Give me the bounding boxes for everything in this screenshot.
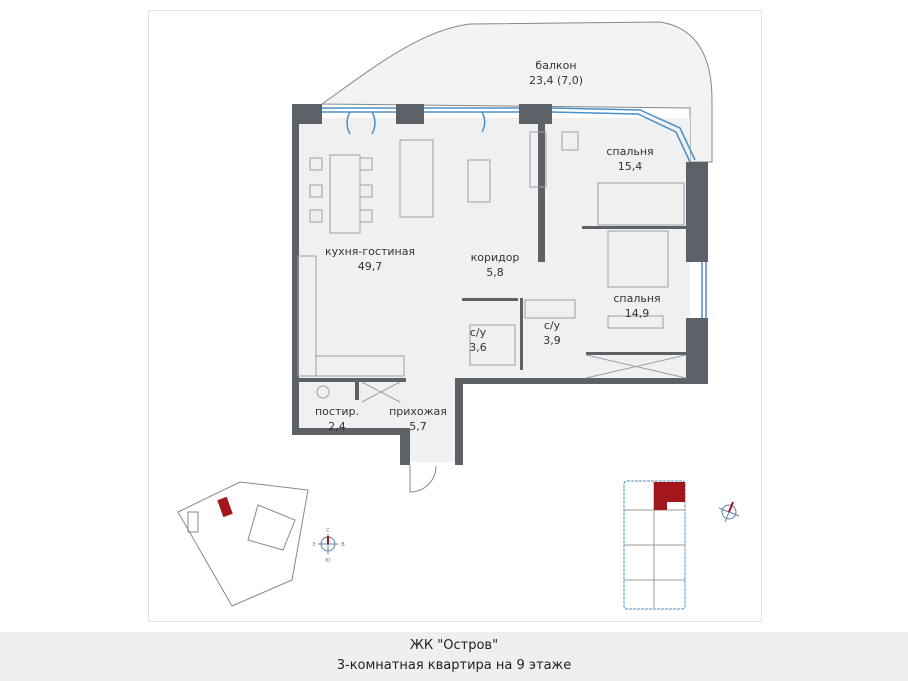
walls <box>292 104 708 465</box>
apartment-description: 3-комнатная квартира на 9 этаже <box>336 658 572 673</box>
site-map <box>177 481 309 607</box>
plan-frame <box>148 10 762 622</box>
caption-bar: ЖК "Остров" 3-комнатная квартира на 9 эт… <box>0 632 908 681</box>
compass-west: З <box>312 542 315 548</box>
compass-east: В <box>341 542 345 548</box>
entry-door[interactable] <box>409 465 437 493</box>
compass-north: С <box>326 528 330 534</box>
room-label-laundry: постир.2,4 <box>314 405 360 433</box>
apartment-highlight <box>654 482 685 510</box>
furniture <box>297 131 687 403</box>
compass-south: Ю <box>325 558 331 564</box>
complex-name: ЖК "Остров" <box>409 638 499 653</box>
balcony-outline <box>320 21 713 163</box>
building-marker <box>217 496 233 518</box>
compass-rotated-icon <box>718 501 740 523</box>
windows <box>322 107 707 318</box>
compass-icon <box>318 534 338 554</box>
